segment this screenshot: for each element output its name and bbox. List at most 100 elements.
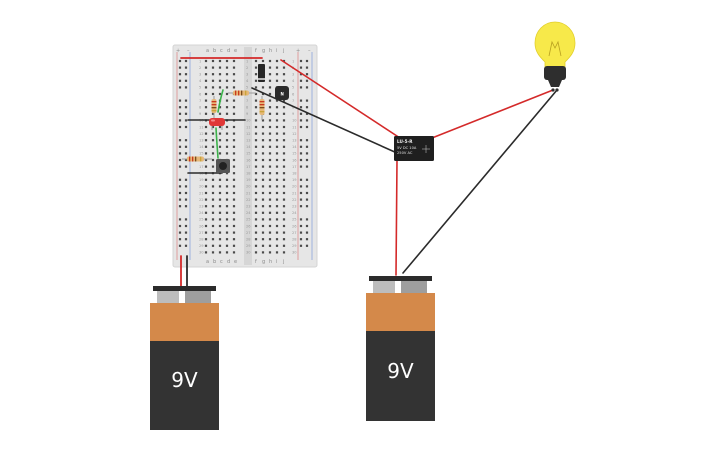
breadboard-hole[interactable] xyxy=(225,178,229,181)
wire-black-to-relay[interactable] xyxy=(251,87,398,154)
breadboard-hole[interactable] xyxy=(218,125,222,129)
breadboard-hole[interactable] xyxy=(225,244,229,247)
breadboard-hole[interactable] xyxy=(261,178,265,181)
breadboard-hole[interactable] xyxy=(261,59,265,63)
breadboard-hole[interactable] xyxy=(254,191,258,195)
breadboard-hole[interactable] xyxy=(268,231,272,234)
breadboard-hole[interactable] xyxy=(261,119,265,122)
breadboard-hole[interactable] xyxy=(305,59,309,63)
breadboard-hole[interactable] xyxy=(268,86,272,89)
breadboard-hole[interactable] xyxy=(268,106,272,109)
breadboard-hole[interactable] xyxy=(254,238,258,241)
breadboard-hole[interactable] xyxy=(282,198,286,201)
breadboard-hole[interactable] xyxy=(232,79,236,82)
breadboard-hole[interactable] xyxy=(275,185,279,188)
breadboard-hole[interactable] xyxy=(299,119,303,122)
breadboard-hole[interactable] xyxy=(275,99,279,102)
breadboard-hole[interactable] xyxy=(211,132,215,135)
wire-red-relay-to-battery[interactable] xyxy=(395,159,398,276)
breadboard-hole[interactable] xyxy=(204,238,208,241)
breadboard-hole[interactable] xyxy=(261,191,265,195)
breadboard-hole[interactable] xyxy=(204,205,208,208)
breadboard-hole[interactable] xyxy=(299,125,303,129)
breadboard-hole[interactable] xyxy=(275,165,279,168)
breadboard-hole[interactable] xyxy=(211,218,215,221)
breadboard-hole[interactable] xyxy=(218,106,222,109)
breadboard-hole[interactable] xyxy=(211,92,215,96)
breadboard-hole[interactable] xyxy=(261,132,265,135)
breadboard-hole[interactable] xyxy=(254,99,258,102)
breadboard-hole[interactable] xyxy=(232,139,236,142)
breadboard-hole[interactable] xyxy=(305,125,309,129)
breadboard-hole[interactable] xyxy=(275,132,279,135)
breadboard-hole[interactable] xyxy=(299,86,303,89)
breadboard-hole[interactable] xyxy=(261,145,265,148)
breadboard-hole[interactable] xyxy=(254,211,258,214)
breadboard-hole[interactable] xyxy=(178,231,182,234)
breadboard-hole[interactable] xyxy=(305,198,309,201)
breadboard-hole[interactable] xyxy=(305,112,309,115)
breadboard-hole[interactable] xyxy=(184,198,188,201)
breadboard-hole[interactable] xyxy=(299,158,303,162)
breadboard-hole[interactable] xyxy=(204,139,208,142)
breadboard-hole[interactable] xyxy=(204,178,208,181)
breadboard-hole[interactable] xyxy=(204,198,208,201)
breadboard-hole[interactable] xyxy=(211,198,215,201)
breadboard-hole[interactable] xyxy=(211,211,215,214)
breadboard-hole[interactable] xyxy=(282,66,286,69)
breadboard-hole[interactable] xyxy=(282,119,286,122)
breadboard-hole[interactable] xyxy=(225,218,229,221)
breadboard-hole[interactable] xyxy=(282,251,286,254)
breadboard-hole[interactable] xyxy=(232,158,236,162)
breadboard-hole[interactable] xyxy=(305,218,309,221)
breadboard-hole[interactable] xyxy=(299,231,303,234)
breadboard-hole[interactable] xyxy=(232,66,236,69)
breadboard-hole[interactable] xyxy=(275,231,279,234)
breadboard-hole[interactable] xyxy=(254,112,258,115)
breadboard-hole[interactable] xyxy=(204,112,208,115)
breadboard-hole[interactable] xyxy=(261,205,265,208)
diode[interactable] xyxy=(258,64,265,82)
breadboard-hole[interactable] xyxy=(268,205,272,208)
breadboard-hole[interactable] xyxy=(211,73,215,76)
breadboard-hole[interactable] xyxy=(232,99,236,102)
breadboard-hole[interactable] xyxy=(254,106,258,109)
breadboard-hole[interactable] xyxy=(225,145,229,148)
breadboard-hole[interactable] xyxy=(254,73,258,76)
breadboard-hole[interactable] xyxy=(305,152,309,155)
breadboard-hole[interactable] xyxy=(225,191,229,195)
breadboard-hole[interactable] xyxy=(225,251,229,254)
breadboard-hole[interactable] xyxy=(254,132,258,135)
breadboard-hole[interactable] xyxy=(268,79,272,82)
breadboard-hole[interactable] xyxy=(232,191,236,195)
breadboard-hole[interactable] xyxy=(218,218,222,221)
breadboard-hole[interactable] xyxy=(232,73,236,76)
breadboard-hole[interactable] xyxy=(211,231,215,234)
breadboard-hole[interactable] xyxy=(268,211,272,214)
breadboard-hole[interactable] xyxy=(282,145,286,148)
breadboard-hole[interactable] xyxy=(225,79,229,82)
breadboard-hole[interactable] xyxy=(268,92,272,96)
breadboard-holes[interactable] xyxy=(178,59,309,254)
breadboard-hole[interactable] xyxy=(184,224,188,228)
breadboard-hole[interactable] xyxy=(268,125,272,129)
breadboard-hole[interactable] xyxy=(204,125,208,129)
breadboard-hole[interactable] xyxy=(184,112,188,115)
breadboard-hole[interactable] xyxy=(282,205,286,208)
breadboard-hole[interactable] xyxy=(184,99,188,102)
breadboard-hole[interactable] xyxy=(254,231,258,234)
breadboard-hole[interactable] xyxy=(232,145,236,148)
breadboard-hole[interactable] xyxy=(204,185,208,188)
breadboard-hole[interactable] xyxy=(305,238,309,241)
breadboard-hole[interactable] xyxy=(225,224,229,228)
breadboard-hole[interactable] xyxy=(184,218,188,221)
breadboard-hole[interactable] xyxy=(218,152,222,155)
breadboard-hole[interactable] xyxy=(178,165,182,168)
breadboard-hole[interactable] xyxy=(282,218,286,221)
breadboard-hole[interactable] xyxy=(211,139,215,142)
breadboard-hole[interactable] xyxy=(211,165,215,168)
breadboard-hole[interactable] xyxy=(218,139,222,142)
breadboard-hole[interactable] xyxy=(225,205,229,208)
breadboard-hole[interactable] xyxy=(232,132,236,135)
transistor[interactable]: N xyxy=(275,86,289,100)
